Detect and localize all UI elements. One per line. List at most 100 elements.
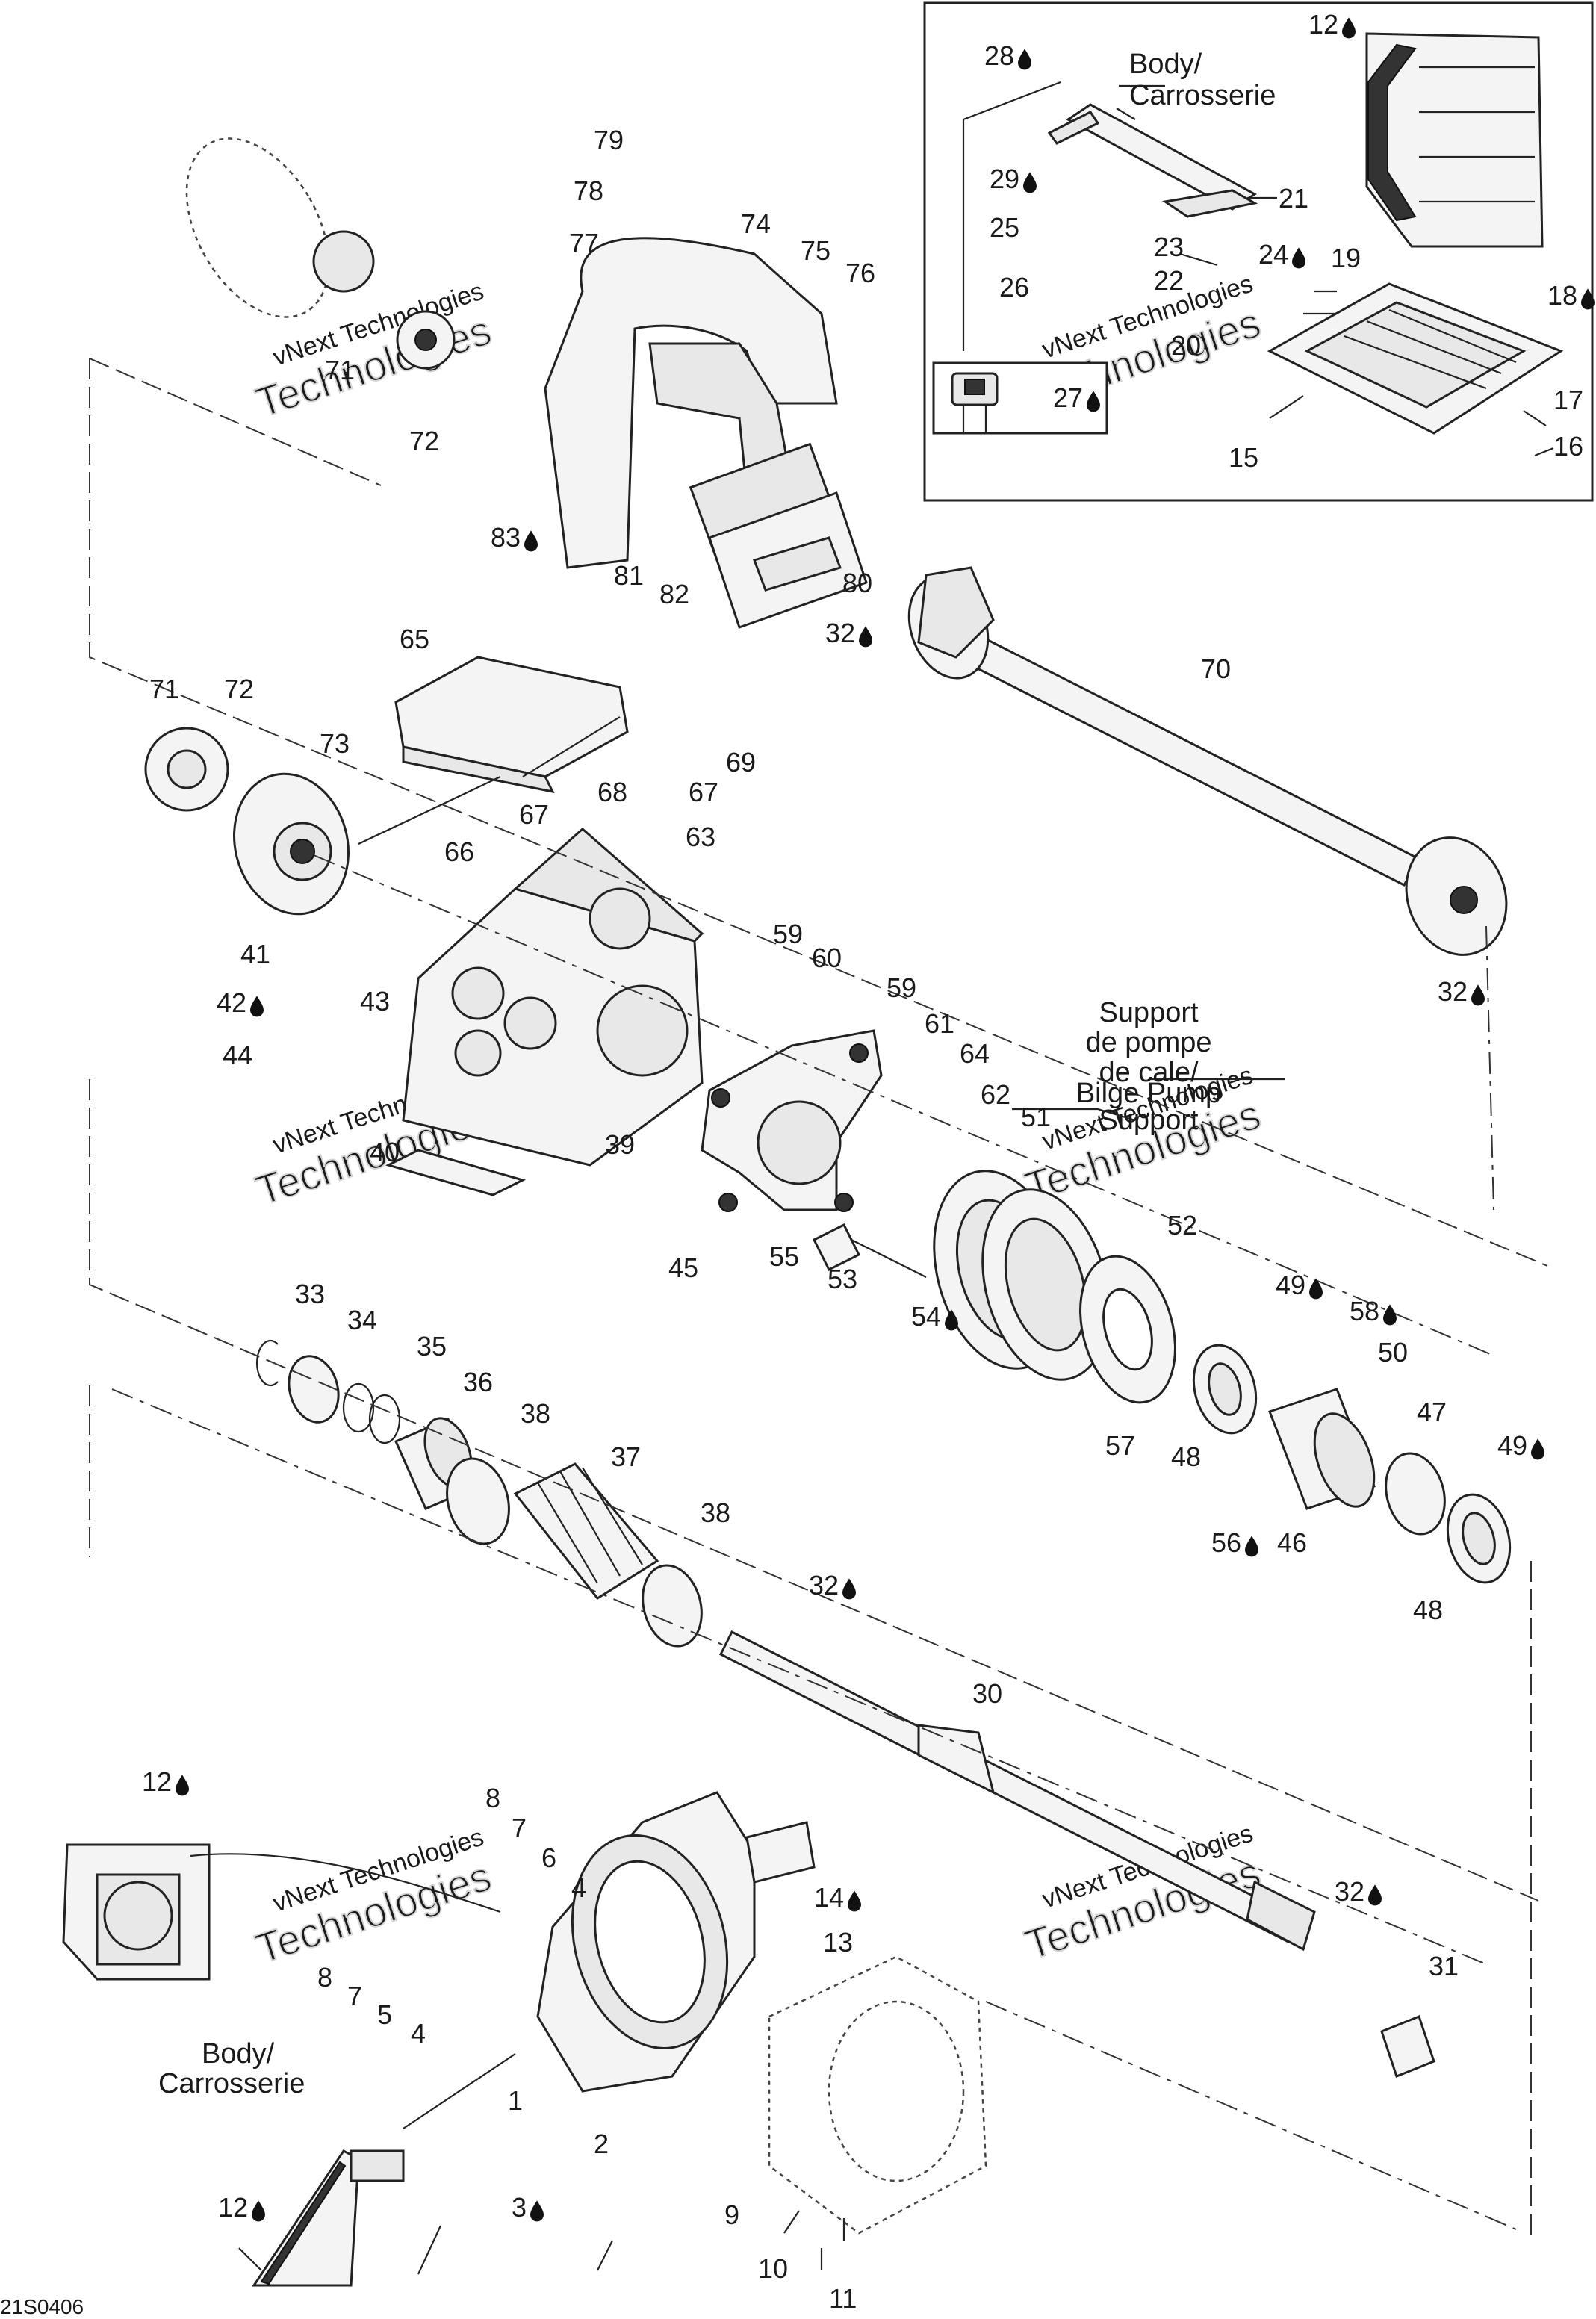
lubricant-drop-icon [524,530,538,552]
callout-label: 75 [801,235,830,266]
callout-label: 80 [842,568,872,598]
callout-label: 3 [512,2192,527,2223]
callout-label: 4 [571,1872,586,1903]
bracket-80 [708,491,868,629]
label-bilge-support: Support de pompe de cale/ Bilge Pump Sup… [1076,997,1221,1136]
callout-label: 76 [845,258,875,288]
plate-40 [385,1149,527,1196]
callout-label: 54 [911,1301,941,1332]
plate-15 [1267,282,1564,435]
housing-1 [536,1791,816,2093]
callout-label: 66 [444,836,474,867]
seal-48b [1446,1493,1512,1584]
pin-55 [812,1223,861,1272]
guide-line [985,2001,1517,2230]
callout-label: 74 [741,208,771,239]
callout-label: 45 [668,1252,698,1283]
bilge-support-45 [701,1029,883,1212]
callout-label: 26 [999,272,1029,302]
stud-53 [851,1239,927,1278]
side-bracket-12-bottom [252,2149,405,2287]
callout-label: 14 [814,1882,844,1913]
leader-lines [190,81,1554,2275]
callout-label: 23 [1154,232,1184,262]
callout-label: 51 [1021,1102,1051,1132]
callout-label: 44 [223,1040,252,1070]
o-ring-35b [368,1394,401,1444]
callout-label: 42 [217,987,246,1018]
clamp-38b [642,1564,703,1648]
bilge-support-label: Bilge Pump [1076,1078,1221,1109]
callout-label: 33 [295,1279,325,1309]
body-label: Carrosserie [158,2068,305,2099]
callout-label: 32 [825,618,855,648]
callout-label: 9 [724,2200,739,2230]
callout-label: 71 [325,355,355,385]
callout-label: 21 [1279,183,1308,214]
callout-label: 67 [519,799,549,830]
side-panel-12 [1365,32,1544,248]
coupler-73 [232,772,350,916]
lubricant-drop-icon [1018,49,1031,70]
callout-label: 7 [347,1981,362,2011]
guide-line [89,1079,1539,1902]
callout-label: 8 [317,1962,332,1993]
callout-label: 13 [823,1927,853,1958]
callout-label: 7 [512,1813,527,1843]
lubricant-drop-icon [250,996,264,1017]
body-label: Body/ [1129,49,1202,80]
callout-label: 71 [149,674,179,704]
guide-line [89,358,382,486]
pump-ghost [768,1955,987,2235]
callout-label: 22 [1154,265,1184,296]
bilge-support-label: de cale/ [1099,1057,1199,1088]
lubricant-drop-icon [1383,1304,1397,1326]
callout-label: 69 [726,747,756,777]
pin-68 [522,716,621,777]
callout-label: 35 [417,1331,447,1362]
lubricant-drop-icon [859,626,872,648]
callout-label: 60 [812,943,842,973]
callout-label: 5 [377,1999,392,2030]
guide-line [111,1388,1487,1965]
callout-label: 50 [1378,1337,1408,1368]
bilge-support-label: Support [1099,1105,1199,1136]
seal-48 [1192,1344,1258,1435]
callout-label: 63 [686,822,715,852]
drawing-code: 21S0406 [0,2295,84,2318]
callout-label: 73 [320,728,350,759]
lubricant-drop-icon [1245,1536,1258,1557]
body-label: Body/ [202,2038,275,2070]
callout-label: 53 [828,1264,857,1294]
callout-label: 72 [224,674,254,704]
callout-label: 12 [1308,9,1338,40]
callout-label: 37 [611,1441,641,1472]
lubricant-drop-icon [252,2200,265,2222]
coupler-72 [144,727,229,812]
lubricant-drop-icon [176,1775,189,1796]
lubricant-drop-icon [1471,984,1485,1006]
bilge-support-label: de pompe [1085,1027,1211,1058]
callout-label: 59 [773,919,803,949]
callout-label: 18 [1547,280,1577,311]
callout-label: 36 [463,1367,493,1397]
callout-label: 30 [972,1678,1002,1709]
callout-label: 62 [981,1079,1010,1110]
callout-label: 47 [1417,1397,1447,1427]
callout-label: 48 [1171,1441,1201,1472]
callout-label: 27 [1053,382,1083,413]
callout-label: 81 [614,560,644,591]
callout-label: 38 [701,1497,730,1528]
callout-label: 79 [594,125,624,155]
callout-label: 57 [1105,1430,1135,1461]
callout-label: 20 [1171,330,1201,361]
callout-label: 19 [1331,243,1361,273]
callout-label: 77 [569,228,599,258]
lubricant-drop-icon [1342,17,1356,39]
callout-label: 43 [360,986,390,1016]
inset-frame [923,1,1594,502]
callout-label: 40 [370,1137,400,1167]
lubricant-drop-icon [530,2200,544,2222]
cap-31 [1380,2015,1435,2078]
